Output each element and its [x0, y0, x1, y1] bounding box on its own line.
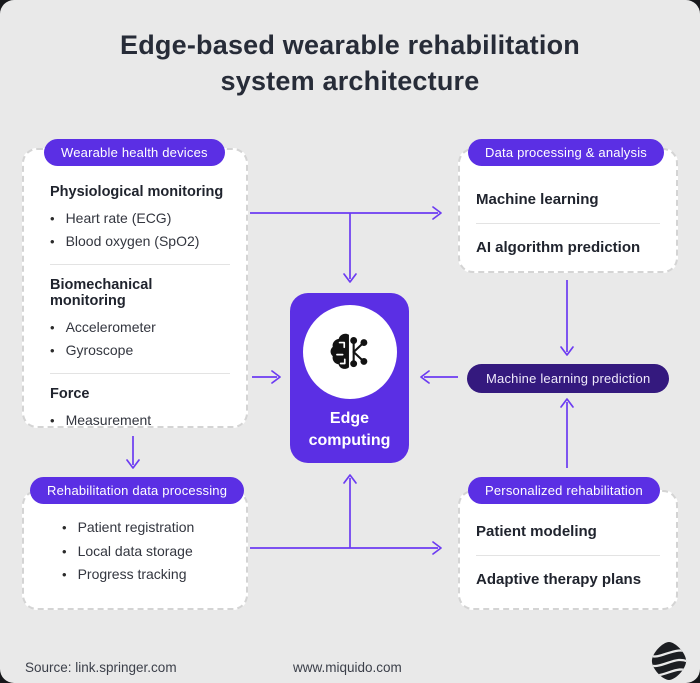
- miquido-logo: [651, 642, 687, 680]
- divider: [50, 264, 230, 265]
- page-title: Edge-based wearable rehabilitation syste…: [0, 27, 700, 99]
- bullet-dot: •: [50, 320, 55, 335]
- section-title-force: Force: [50, 386, 90, 402]
- bullet-dot: •: [62, 543, 67, 559]
- row-machine-learning: Machine learning: [476, 191, 599, 208]
- edge-label-line1: Edge: [329, 410, 370, 427]
- arrowhead-left-mid: [420, 370, 430, 384]
- list-item-label: Local data storage: [77, 542, 193, 559]
- bullet-dot: •: [50, 343, 55, 358]
- list-item: • Measurement: [50, 409, 232, 432]
- arrowhead-down-top: [343, 273, 357, 283]
- bullet-dot: •: [62, 520, 67, 535]
- badge-machine-learning-prediction: Machine learning prediction: [467, 364, 670, 393]
- list-item: • Patient registration: [62, 516, 236, 540]
- section-title-biomechanical: Biomechanical monitoring: [50, 277, 153, 309]
- edge-computing-label: Edge computing: [309, 408, 391, 452]
- badge-wearable-health-devices: Wearable health devices: [44, 139, 225, 166]
- page-title-line2: system architecture: [220, 66, 480, 96]
- list-item: • Accelerometer: [50, 316, 232, 339]
- list-item-label: Progress tracking: [77, 566, 187, 582]
- card-wearable-health-devices: Physiological monitoring • Heart rate (EC…: [22, 148, 248, 428]
- card-data-processing-analysis: Machine learning AI algorithm prediction: [458, 148, 678, 273]
- row-adaptive-therapy-plans: Adaptive therapy plans: [476, 571, 642, 588]
- bullet-dot: •: [50, 234, 55, 249]
- bullet-dot: •: [62, 567, 67, 582]
- list-item-label: Heart rate (ECG): [65, 210, 172, 226]
- badge-personalized-rehabilitation: Personalized rehabilitation: [468, 477, 660, 504]
- arrowhead-right-top: [432, 206, 442, 220]
- edge-icon-circle: [302, 305, 397, 399]
- row-ai-algorithm-prediction: AI algorithm prediction: [476, 239, 641, 256]
- ai-brain-circuit-icon: [330, 333, 367, 369]
- arrowhead-up-right: [560, 398, 574, 408]
- list-item: • Blood oxygen (SpO2): [50, 230, 232, 253]
- section-title-physiological: Physiological monitoring: [50, 184, 224, 200]
- list-item-label: Blood oxygen (SpO2): [65, 233, 200, 249]
- edge-computing-node: Edge computing: [290, 293, 409, 463]
- arrowhead-down-right: [560, 346, 574, 356]
- list-item: • Heart rate (ECG): [50, 207, 232, 230]
- biomechanical-list: • Accelerometer • Gyroscope: [50, 316, 232, 362]
- website-text: www.miquido.com: [293, 660, 402, 675]
- list-item-label: Patient registration: [77, 519, 195, 535]
- bullet-dot: •: [50, 413, 55, 428]
- physiological-list: • Heart rate (ECG) • Blood oxygen (SpO2): [50, 207, 232, 253]
- card-personalized-rehabilitation: Patient modeling Adaptive therapy plans: [458, 490, 678, 610]
- card-rehabilitation-data-processing: • Patient registration • Local data storag…: [22, 490, 248, 610]
- list-item: • Progress tracking: [62, 563, 236, 587]
- source-text: Source: link.springer.com: [25, 660, 177, 675]
- badge-data-processing-analysis: Data processing & analysis: [468, 139, 664, 166]
- divider: [50, 373, 230, 374]
- arrowhead-right-mid: [271, 370, 281, 384]
- rehab-data-list: • Patient registration • Local data storag…: [62, 516, 236, 587]
- edge-label-line2: computing: [308, 432, 391, 449]
- list-item: • Local data storage: [62, 540, 236, 564]
- force-list: • Measurement: [50, 409, 232, 432]
- list-item-label: Accelerometer: [65, 319, 156, 335]
- bullet-dot: •: [50, 211, 55, 226]
- arrowhead-up-bottom: [343, 474, 357, 484]
- list-item-label: Measurement: [65, 412, 152, 428]
- list-item: • Gyroscope: [50, 339, 232, 362]
- divider: [476, 555, 660, 556]
- list-item-label: Gyroscope: [65, 342, 134, 358]
- row-patient-modeling: Patient modeling: [476, 523, 597, 540]
- arrowhead-down-left: [126, 459, 140, 469]
- page-title-line1: Edge-based wearable rehabilitation: [120, 30, 580, 60]
- divider: [476, 223, 660, 224]
- arrowhead-right-bottom: [432, 541, 442, 555]
- badge-rehabilitation-data-processing: Rehabilitation data processing: [30, 477, 245, 504]
